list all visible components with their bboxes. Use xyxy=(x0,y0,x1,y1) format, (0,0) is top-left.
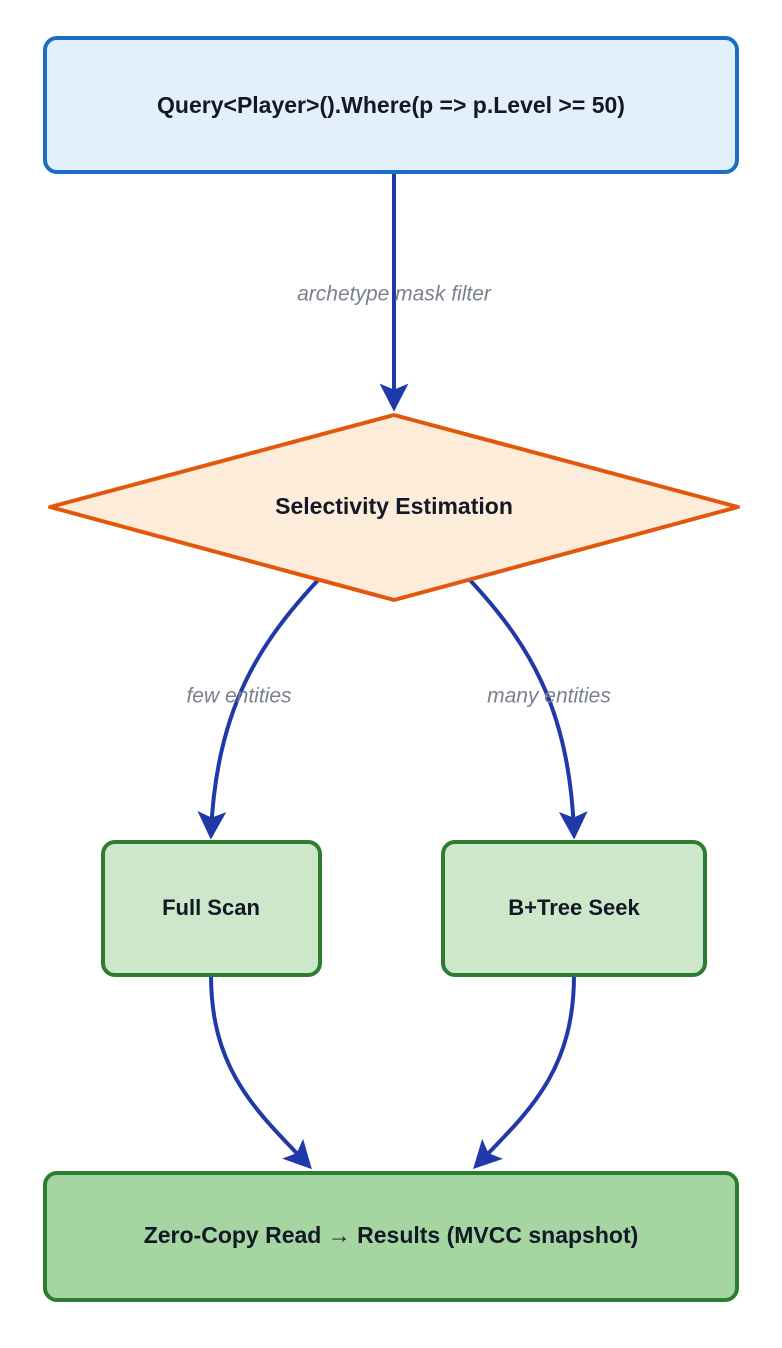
node-full-scan-shape[interactable] xyxy=(101,840,322,977)
edge-line-full-scan-to-result xyxy=(209,974,312,1170)
edge-selectivity-to-btree-seek: many entities xyxy=(466,576,611,840)
node-selectivity-shape[interactable] xyxy=(48,413,740,602)
node-btree-seek-shape[interactable] xyxy=(441,840,707,977)
node-result-shape[interactable] xyxy=(43,1171,739,1302)
node-selectivity-label: Selectivity Estimation xyxy=(275,493,513,519)
edge-label-many-entities: many entities xyxy=(487,685,611,708)
node-selectivity[interactable]: Selectivity Estimation xyxy=(48,413,740,602)
edge-line-selectivity-to-full-scan xyxy=(197,576,322,840)
node-btree-seek[interactable]: B+Tree Seek xyxy=(441,840,707,977)
edge-full-scan-to-result xyxy=(209,974,312,1170)
node-query[interactable]: Query<Player>().Where(p => p.Level >= 50… xyxy=(43,36,739,174)
edge-label-archetype-mask-filter: archetype mask filter xyxy=(297,283,492,306)
edge-selectivity-to-full-scan: few entities xyxy=(186,576,322,840)
node-result-label: Zero-Copy Read → Results (MVCC snapshot) xyxy=(144,1222,639,1248)
node-full-scan[interactable]: Full Scan xyxy=(101,840,322,977)
edge-line-btree-seek-to-result xyxy=(473,974,576,1170)
node-query-label: Query<Player>().Where(p => p.Level >= 50… xyxy=(157,92,625,118)
edge-label-few-entities: few entities xyxy=(186,685,292,708)
edge-line-selectivity-to-btree-seek xyxy=(466,576,588,840)
edge-btree-seek-to-result xyxy=(473,974,576,1170)
node-btree-seek-label: B+Tree Seek xyxy=(508,895,640,920)
node-full-scan-label: Full Scan xyxy=(162,895,260,920)
edge-query-to-selectivity: archetype mask filter xyxy=(297,174,492,412)
node-result[interactable]: Zero-Copy Read → Results (MVCC snapshot) xyxy=(43,1171,739,1302)
node-query-shape[interactable] xyxy=(43,36,739,174)
